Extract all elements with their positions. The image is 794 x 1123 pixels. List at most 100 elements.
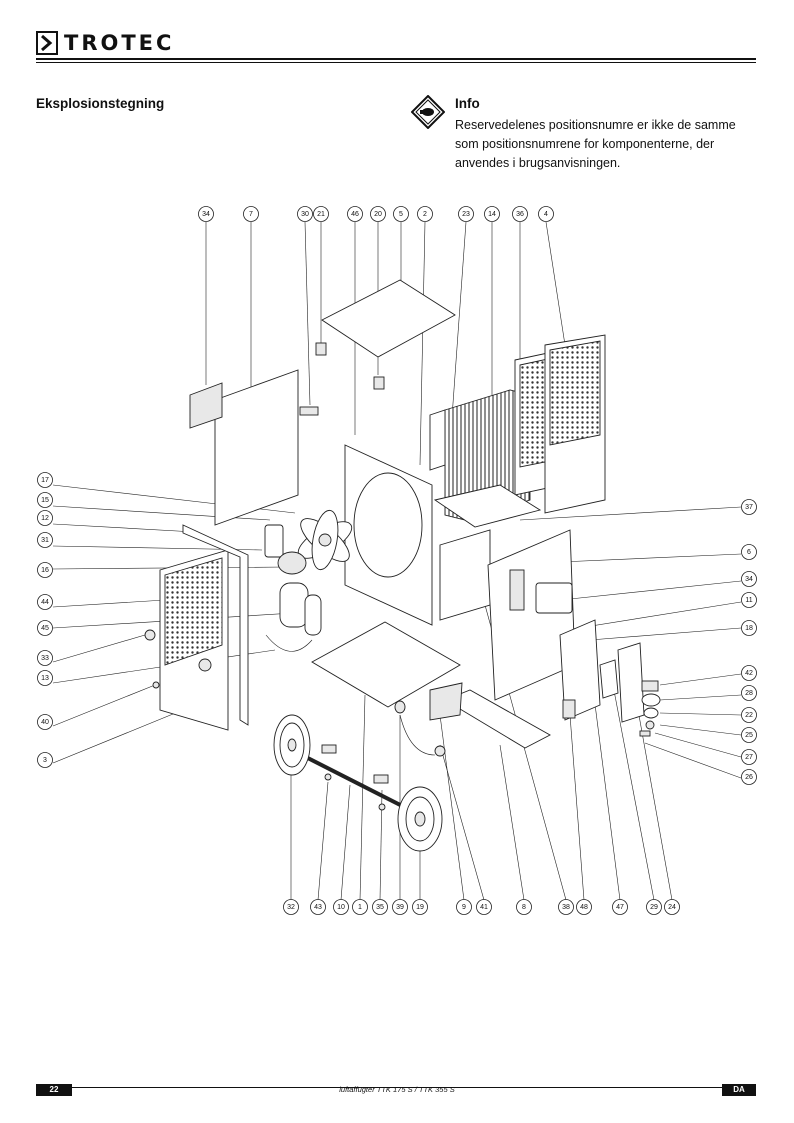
callout-37: 37 — [741, 499, 757, 515]
callout-label: 28 — [745, 690, 753, 697]
callout-9: 9 — [456, 899, 472, 915]
callout-19: 19 — [412, 899, 428, 915]
screw-part — [324, 773, 332, 781]
callout-25: 25 — [741, 727, 757, 743]
fan-ring-part — [353, 472, 423, 578]
axle-part — [291, 748, 421, 817]
callout-label: 30 — [301, 211, 309, 218]
nut-part — [643, 707, 659, 719]
rear-grille-part — [549, 340, 601, 446]
callout-label: 47 — [616, 904, 624, 911]
footer-product: luftaffugter TTK 175 S / TTK 355 S — [339, 1085, 455, 1094]
callout-13: 13 — [37, 670, 53, 686]
callout-label: 24 — [668, 904, 676, 911]
sensor-part — [562, 699, 576, 719]
coil-bracket-part — [429, 409, 446, 471]
callout-29: 29 — [646, 899, 662, 915]
side-rail-part — [182, 524, 249, 726]
callout-2: 2 — [417, 206, 433, 222]
callout-label: 21 — [317, 211, 325, 218]
top-cover-part — [321, 279, 456, 358]
callout-48: 48 — [576, 899, 592, 915]
callout-46: 46 — [347, 206, 363, 222]
info-hand-icon — [411, 95, 445, 129]
callout-label: 46 — [351, 211, 359, 218]
compressor-part — [279, 582, 309, 628]
callout-label: 44 — [41, 599, 49, 606]
control-panel-part — [559, 619, 601, 721]
callout-23: 23 — [458, 206, 474, 222]
connector-part — [299, 406, 319, 416]
knob-part — [198, 658, 212, 672]
callout-label: 4 — [544, 211, 548, 218]
callout-1: 1 — [352, 899, 368, 915]
callout-47: 47 — [612, 899, 628, 915]
info-text: Reservedelenes positionsnumre er ikke de… — [455, 118, 736, 170]
info-title: Info — [455, 96, 480, 111]
callout-39: 39 — [392, 899, 408, 915]
callout-36: 36 — [512, 206, 528, 222]
callout-10: 10 — [333, 899, 349, 915]
accumulator-part — [304, 594, 322, 636]
callout-label: 34 — [202, 211, 210, 218]
callout-21: 21 — [313, 206, 329, 222]
callout-14: 14 — [484, 206, 500, 222]
callout-20: 20 — [370, 206, 386, 222]
control-cover-part — [535, 582, 573, 614]
callout-8: 8 — [516, 899, 532, 915]
wheel-part — [397, 786, 443, 852]
callout-label: 8 — [522, 904, 526, 911]
screw-part — [152, 681, 160, 689]
fan-motor-part — [277, 551, 307, 575]
evaporator-coil-part — [444, 389, 531, 521]
callout-17: 17 — [37, 472, 53, 488]
callout-7: 7 — [243, 206, 259, 222]
bracket-part — [429, 682, 463, 721]
water-tank-part — [439, 529, 491, 621]
callout-3: 3 — [37, 752, 53, 768]
callout-label: 15 — [41, 497, 49, 504]
callout-30: 30 — [297, 206, 313, 222]
brand-logo: TROTEC — [36, 30, 174, 56]
callout-label: 16 — [41, 567, 49, 574]
wheel-part — [273, 714, 311, 776]
fan-blade-part — [297, 509, 353, 571]
callout-label: 12 — [41, 515, 49, 522]
callout-43: 43 — [310, 899, 326, 915]
callout-label: 36 — [516, 211, 524, 218]
callout-label: 5 — [399, 211, 403, 218]
callout-label: 48 — [580, 904, 588, 911]
callout-label: 31 — [41, 537, 49, 544]
callout-24: 24 — [664, 899, 680, 915]
front-frame-part — [617, 642, 645, 723]
seal-part — [641, 693, 661, 707]
callout-label: 33 — [41, 655, 49, 662]
plug-part — [639, 730, 651, 737]
header-rule — [36, 58, 756, 60]
drain-hose-part — [399, 714, 436, 756]
callout-44: 44 — [37, 594, 53, 610]
callout-11: 11 — [741, 592, 757, 608]
callout-label: 27 — [745, 754, 753, 761]
refrigerant-pipe-part — [265, 634, 313, 652]
callout-label: 39 — [396, 904, 404, 911]
callout-label: 45 — [41, 625, 49, 632]
callout-label: 34 — [745, 576, 753, 583]
brand-name: TROTEC — [64, 31, 175, 55]
socket-part — [641, 680, 659, 692]
callout-label: 9 — [462, 904, 466, 911]
capacitor-part — [264, 524, 284, 558]
callout-label: 7 — [249, 211, 253, 218]
callout-label: 25 — [745, 732, 753, 739]
callout-38: 38 — [558, 899, 574, 915]
callout-33: 33 — [37, 650, 53, 666]
callout-45: 45 — [37, 620, 53, 636]
callout-32: 32 — [283, 899, 299, 915]
callout-label: 26 — [745, 774, 753, 781]
callout-label: 29 — [650, 904, 658, 911]
knob-part — [144, 629, 156, 641]
section-title: Eksplosionstegning — [36, 96, 165, 111]
